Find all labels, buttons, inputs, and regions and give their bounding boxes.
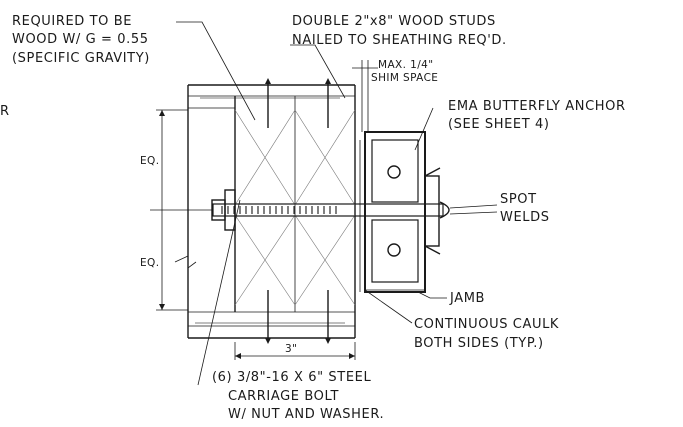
wall-sheathing bbox=[187, 84, 355, 339]
svg-text:CONTINUOUS CAULK: CONTINUOUS CAULK bbox=[414, 317, 559, 332]
label-wood-requirement: REQUIRED TO BE WOOD W/ G = 0.55 (SPECIFI… bbox=[12, 14, 150, 66]
svg-text:W/ NUT AND WASHER.: W/ NUT AND WASHER. bbox=[228, 407, 384, 422]
label-eq-bottom: EQ. bbox=[140, 257, 159, 269]
shim-marker bbox=[352, 60, 378, 132]
label-eq-top: EQ. bbox=[140, 155, 159, 167]
label-continuous-caulk: CONTINUOUS CAULK BOTH SIDES (TYP.) bbox=[414, 317, 559, 351]
svg-text:(SPECIFIC GRAVITY): (SPECIFIC GRAVITY) bbox=[12, 51, 150, 66]
svg-text:WELDS: WELDS bbox=[500, 210, 550, 225]
svg-text:WOOD W/ G = 0.55: WOOD W/ G = 0.55 bbox=[12, 32, 149, 47]
svg-text:BOTH SIDES (TYP.): BOTH SIDES (TYP.) bbox=[414, 336, 544, 351]
double-wood-studs bbox=[234, 85, 356, 338]
svg-text:REQUIRED TO BE: REQUIRED TO BE bbox=[12, 14, 132, 29]
eq-dimension bbox=[156, 109, 197, 311]
edge-fragment-text: R bbox=[0, 104, 10, 119]
svg-text:MAX. 1/4": MAX. 1/4" bbox=[378, 59, 433, 71]
svg-text:(6) 3/8"-16 X 6" STEEL: (6) 3/8"-16 X 6" STEEL bbox=[212, 370, 371, 385]
label-jamb: JAMB bbox=[449, 291, 485, 306]
svg-text:EMA BUTTERFLY ANCHOR: EMA BUTTERFLY ANCHOR bbox=[448, 99, 626, 114]
svg-text:DOUBLE 2"x8" WOOD STUDS: DOUBLE 2"x8" WOOD STUDS bbox=[292, 14, 496, 29]
carriage-bolt bbox=[211, 189, 450, 231]
label-carriage-bolt: (6) 3/8"-16 X 6" STEEL CARRIAGE BOLT W/ … bbox=[212, 370, 384, 422]
label-double-studs: DOUBLE 2"x8" WOOD STUDS NAILED TO SHEATH… bbox=[292, 14, 507, 48]
bottom-dimension bbox=[234, 342, 356, 360]
svg-text:(SEE SHEET 4): (SEE SHEET 4) bbox=[448, 117, 550, 132]
svg-text:SHIM SPACE: SHIM SPACE bbox=[371, 72, 438, 84]
butterfly-anchor bbox=[359, 131, 441, 293]
nails bbox=[265, 78, 331, 344]
leader-lines bbox=[176, 21, 498, 386]
label-shim-space: MAX. 1/4" SHIM SPACE bbox=[371, 59, 438, 84]
label-spot-welds: SPOT WELDS bbox=[500, 192, 550, 225]
svg-text:SPOT: SPOT bbox=[500, 192, 537, 207]
label-dimension-3in: 3" bbox=[285, 343, 297, 355]
label-butterfly-anchor: EMA BUTTERFLY ANCHOR (SEE SHEET 4) bbox=[448, 99, 626, 132]
svg-text:CARRIAGE BOLT: CARRIAGE BOLT bbox=[228, 389, 339, 404]
svg-text:NAILED TO SHEATHING REQ'D.: NAILED TO SHEATHING REQ'D. bbox=[292, 33, 507, 48]
